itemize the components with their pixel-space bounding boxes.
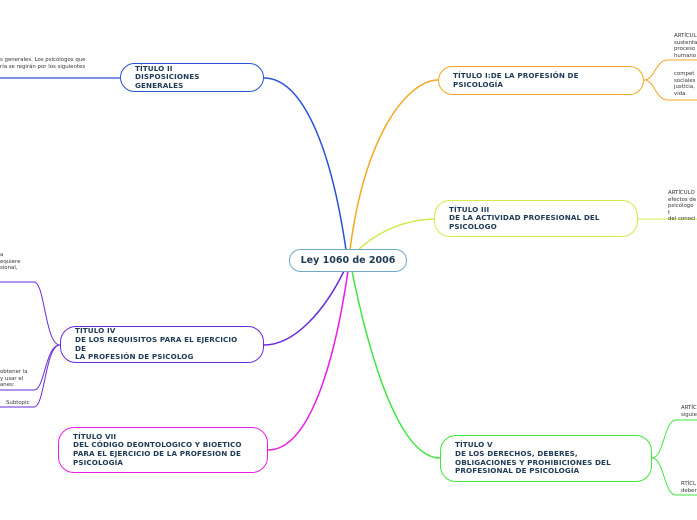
- subtopic-t4-b[interactable]: obtener la y usar el anes:: [0, 369, 28, 389]
- central-topic-label: Ley 1060 de 2006: [300, 255, 396, 266]
- topic-titulo-iii-label: TÍTULO III DE LA ACTIVIDAD PROFESIONAL D…: [449, 204, 600, 231]
- central-topic[interactable]: Ley 1060 de 2006: [289, 249, 407, 272]
- subtopic-t4-c[interactable]: Subtopic: [6, 400, 30, 406]
- branch-line-t1: [349, 79, 439, 251]
- branch-line-t5: [351, 270, 441, 459]
- topic-titulo-vii[interactable]: TÍTULO VII DEL CÓDIGO DEONTOLOGICO Y BIO…: [58, 427, 268, 473]
- topic-titulo-iv-label: TÍTULO IV DE LOS REQUISITOS PARA EL EJER…: [75, 326, 238, 362]
- subtopic-t3-a[interactable]: ARTÍCULO efectos de psicólogo t del cono…: [668, 190, 697, 223]
- branch-line-t7: [267, 270, 349, 451]
- branch-line-t4: [263, 270, 345, 346]
- subtopic-t1-b[interactable]: compet sociales justicia, vida.: [674, 71, 696, 97]
- subtopic-t4-a[interactable]: a equiere sional,: [0, 252, 21, 272]
- topic-titulo-iv[interactable]: TÍTULO IV DE LOS REQUISITOS PARA EL EJER…: [60, 326, 264, 363]
- topic-titulo-vii-label: TÍTULO VII DEL CÓDIGO DEONTOLOGICO Y BIO…: [73, 431, 242, 467]
- subtopic-t5-a[interactable]: ARTÍC siguie: [681, 405, 697, 418]
- branch-line-t3: [357, 218, 435, 251]
- topic-titulo-iii[interactable]: TÍTULO III DE LA ACTIVIDAD PROFESIONAL D…: [434, 200, 638, 237]
- topic-titulo-v-label: TÍTULO V DE LOS DERECHOS, DEBERES, OBLIG…: [455, 440, 611, 476]
- subtopic-t5-b[interactable]: RTÍCL deber: [681, 481, 697, 494]
- topic-titulo-ii-label: TÍTULO II DISPOSICIONES GENERALES: [135, 63, 200, 90]
- topic-titulo-v[interactable]: TÍTULO V DE LOS DERECHOS, DEBERES, OBLIG…: [440, 435, 652, 482]
- topic-titulo-i[interactable]: TÍTULO I:DE LA PROFESIÓN DE PSICOLOGÍA: [438, 66, 644, 95]
- topic-titulo-ii[interactable]: TÍTULO II DISPOSICIONES GENERALES: [120, 63, 264, 92]
- topic-titulo-i-label: TÍTULO I:DE LA PROFESIÓN DE PSICOLOGÍA: [453, 70, 579, 89]
- branch-line-t2: [263, 77, 347, 251]
- subtopic-t2-a[interactable]: s generales. Los psicólogos que ría se r…: [0, 57, 86, 70]
- subtopic-t1-a[interactable]: ARTÍCUL sustenta proceso humano: [674, 33, 697, 59]
